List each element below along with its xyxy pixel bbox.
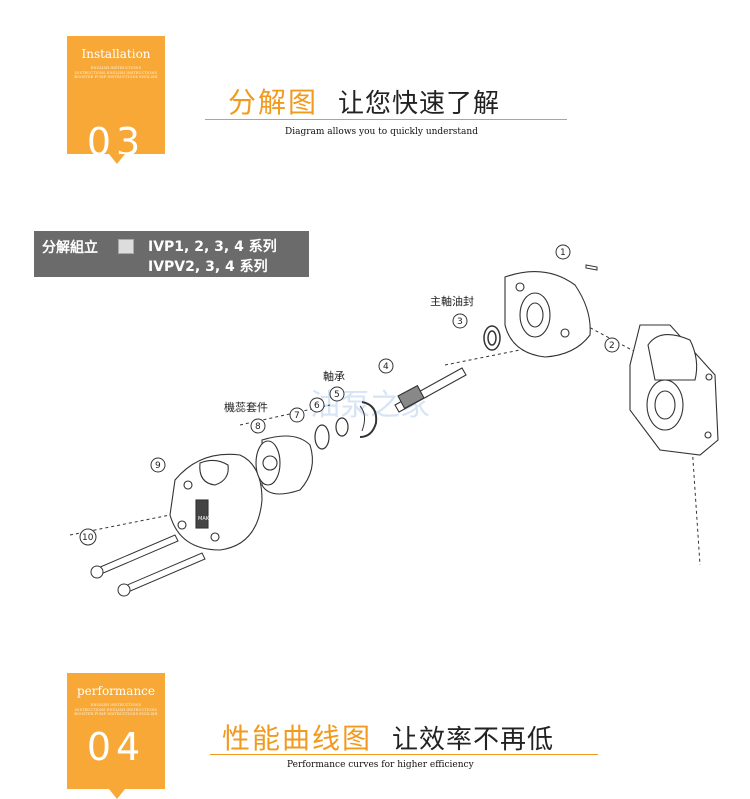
badge-small-text: ENGLISH INSTRUCTIONS INSTRUCTIONS ENGLIS… bbox=[67, 703, 165, 717]
title-sub: 让您快速了解 bbox=[338, 89, 501, 119]
badge-small-line: ENGLISH INSTRUCTIONS bbox=[90, 703, 142, 707]
section-title: 分解图让您快速了解 bbox=[228, 81, 500, 121]
exploded-diagram: 油泵之家 MAKOR bbox=[69, 244, 719, 597]
callout-number: 6 bbox=[314, 401, 320, 411]
oil-seal-part bbox=[483, 325, 501, 351]
badge-label: Installation bbox=[81, 47, 151, 61]
title-underline bbox=[210, 754, 598, 755]
label-main-shaft-seal: 主軸油封 bbox=[430, 294, 474, 308]
banner-series-1: IVP1, 2, 3, 4 系列 bbox=[148, 239, 277, 255]
callout-number: 8 bbox=[255, 422, 261, 432]
pin-part bbox=[585, 264, 598, 271]
model-banner: 分解組立 IVP1, 2, 3, 4 系列 IVPV2, 3, 4 系列 bbox=[34, 231, 309, 277]
title-main: 性能曲线图 bbox=[222, 722, 373, 755]
section-badge-performance: performance ENGLISH INSTRUCTIONS INSTRUC… bbox=[67, 673, 165, 799]
rings-part bbox=[314, 401, 378, 450]
shaft-part bbox=[394, 367, 467, 413]
banner-icon bbox=[118, 239, 134, 254]
badge-small-line: BOOSTER PUMP INSTRUCTIONS ENGLISH bbox=[74, 75, 158, 79]
title-underline bbox=[205, 119, 567, 120]
bolt-part bbox=[90, 534, 206, 597]
callout-7: 7 bbox=[289, 407, 305, 423]
callout-number: 7 bbox=[294, 411, 300, 421]
callout-number: 2 bbox=[609, 341, 615, 351]
banner-series-2: IVPV2, 3, 4 系列 bbox=[148, 259, 268, 275]
callout-8: 8 bbox=[250, 418, 266, 434]
callout-1: 1 bbox=[555, 244, 571, 260]
badge-small-line: BOOSTER PUMP INSTRUCTIONS ENGLISH bbox=[74, 712, 158, 716]
callout-5: 5 bbox=[329, 386, 345, 402]
title-main: 分解图 bbox=[228, 86, 319, 119]
nameplate-text: MAKOR bbox=[198, 516, 217, 522]
flange-body-part bbox=[629, 324, 719, 456]
section-badge-installation: Installation ENGLISH INSTRUCTIONS INSTRU… bbox=[67, 36, 165, 164]
callout-number: 10 bbox=[82, 533, 94, 543]
callout-9: 9 bbox=[150, 457, 166, 473]
callout-3: 3 bbox=[452, 313, 468, 329]
badge-number: 03 bbox=[86, 120, 146, 164]
callout-number: 3 bbox=[457, 317, 463, 327]
label-cartridge-kit: 機蕊套件 bbox=[224, 400, 268, 414]
callout-2: 2 bbox=[604, 337, 620, 353]
badge-small-line: INSTRUCTIONS ENGLISH INSTRUCTIONS bbox=[74, 70, 158, 75]
callout-number: 1 bbox=[560, 248, 566, 258]
rear-housing-part bbox=[504, 271, 591, 358]
front-cover-part: MAKOR bbox=[169, 453, 263, 551]
callout-10: 10 bbox=[79, 528, 97, 546]
section-title: 性能曲线图让效率不再低 bbox=[222, 717, 554, 757]
label-bearing: 軸承 bbox=[323, 369, 345, 383]
title-sub: 让效率不再低 bbox=[392, 725, 555, 755]
section-caption: Diagram allows you to quickly understand bbox=[285, 127, 478, 137]
callout-number: 9 bbox=[155, 461, 161, 471]
callout-6: 6 bbox=[309, 397, 325, 413]
banner-heading: 分解組立 bbox=[42, 240, 98, 256]
badge-small-line: INSTRUCTIONS ENGLISH INSTRUCTIONS bbox=[74, 707, 158, 712]
callout-number: 5 bbox=[334, 390, 340, 400]
badge-small-line: ENGLISH INSTRUCTIONS bbox=[90, 66, 142, 70]
badge-number: 04 bbox=[86, 725, 146, 769]
badge-label: performance bbox=[76, 684, 155, 698]
cartridge-part bbox=[255, 435, 313, 495]
callout-4: 4 bbox=[378, 358, 394, 374]
badge-small-text: ENGLISH INSTRUCTIONS INSTRUCTIONS ENGLIS… bbox=[67, 66, 165, 80]
section-caption: Performance curves for higher efficiency bbox=[287, 760, 474, 770]
callout-number: 4 bbox=[383, 362, 389, 372]
